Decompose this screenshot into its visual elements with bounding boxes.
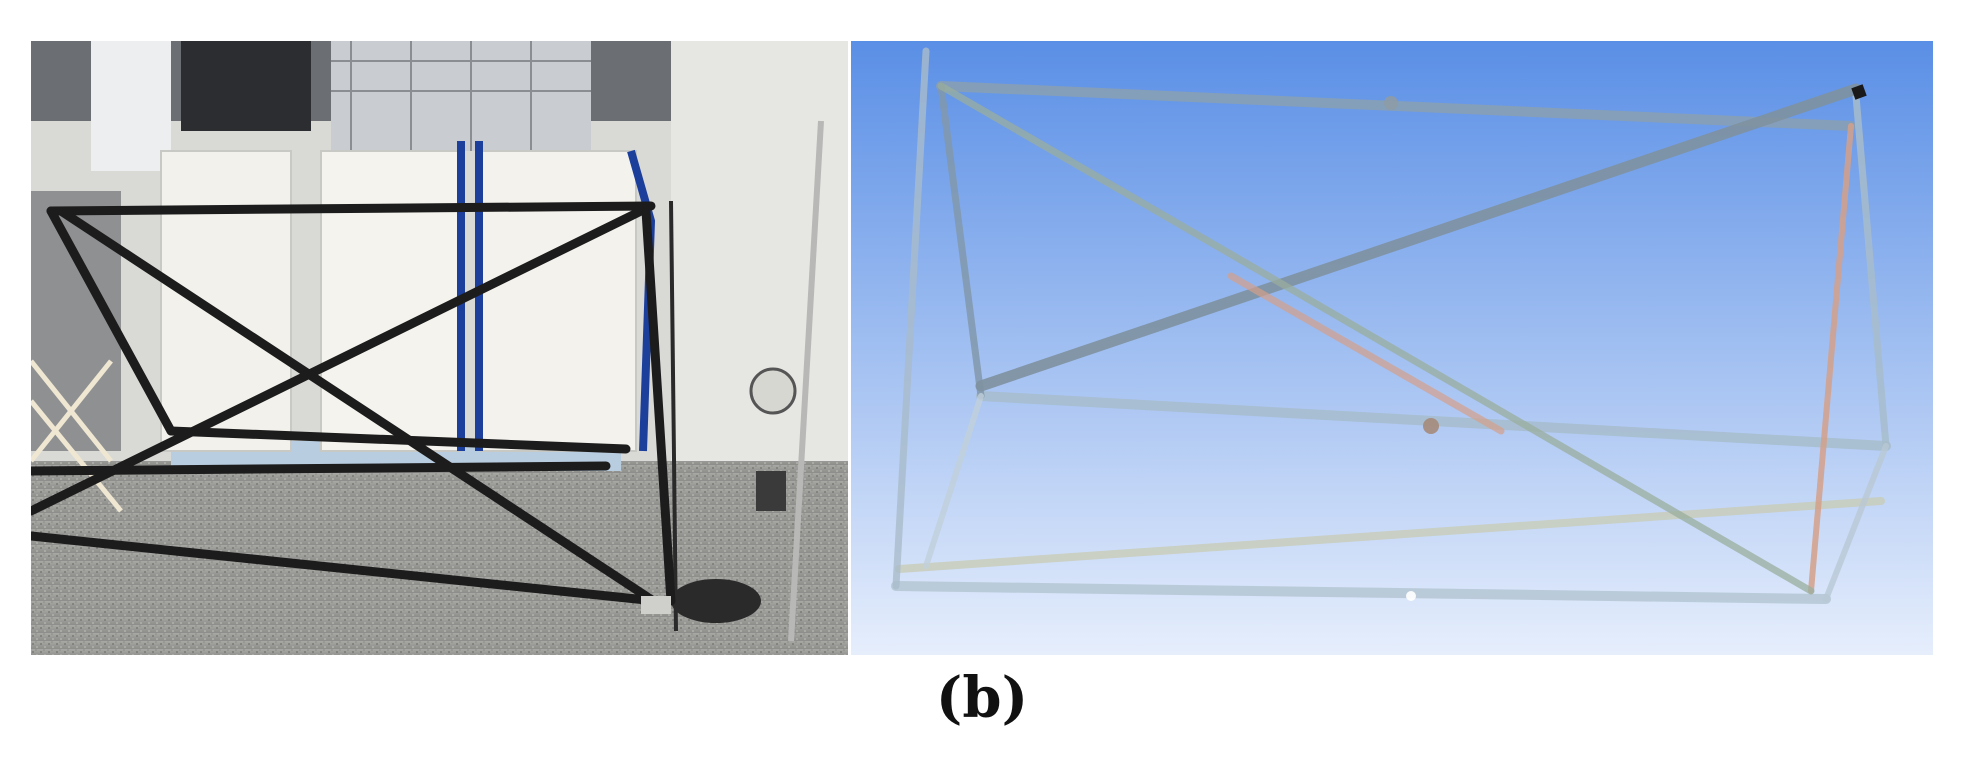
photo-panel bbox=[31, 41, 848, 655]
render-panel bbox=[851, 41, 1933, 655]
model-render bbox=[851, 41, 1933, 655]
photo-image bbox=[31, 41, 848, 655]
panel-label: (b) bbox=[935, 665, 1029, 731]
